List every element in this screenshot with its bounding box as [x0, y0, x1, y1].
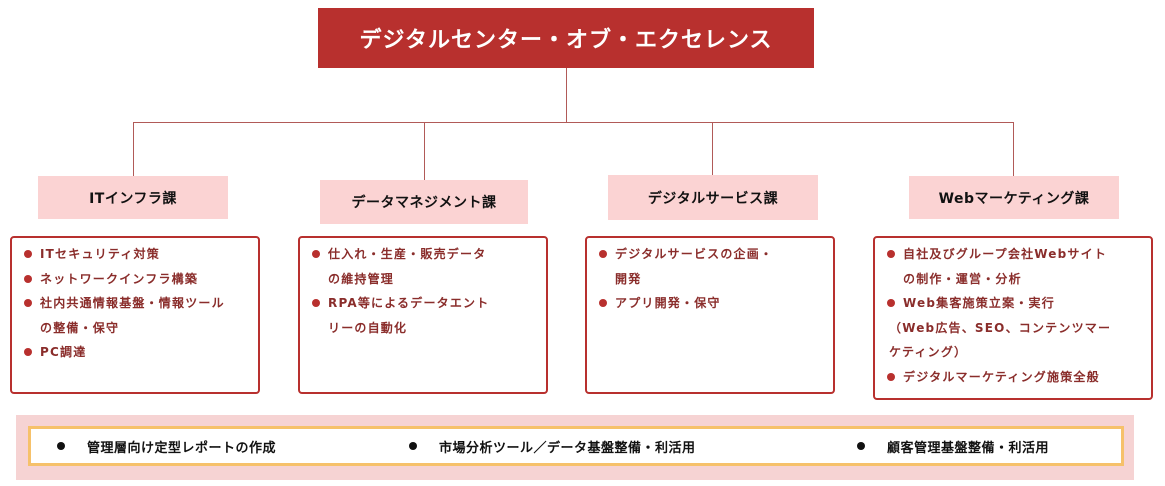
duty-item: アプリ開発・保守	[597, 291, 827, 316]
bullet-icon	[409, 442, 417, 450]
bullet-icon	[312, 299, 320, 307]
bullet-icon	[599, 250, 607, 258]
bullet-icon	[312, 250, 320, 258]
duty-item: ITセキュリティ対策	[22, 242, 252, 267]
shared-service-item: 市場分析ツール／データ基盤整備・利活用	[409, 429, 696, 463]
duty-item: デジタルマーケティング施策全般	[885, 365, 1145, 390]
shared-service-item: 管理層向け定型レポートの作成	[57, 429, 276, 463]
duty-item: ネットワークインフラ構築	[22, 267, 252, 292]
dept-data-management: データマネジメント課	[320, 180, 528, 224]
bullet-icon	[24, 274, 32, 283]
bullet-icon	[887, 372, 895, 381]
duty-item: PC調達	[22, 340, 252, 365]
org-title: デジタルセンター・オブ・エクセレンス	[318, 8, 814, 68]
duty-item-cont: ケティング）	[889, 345, 968, 359]
bullet-icon	[24, 250, 32, 258]
bullet-icon	[57, 442, 65, 450]
duty-item: 仕入れ・生産・販売データ	[310, 242, 540, 267]
duty-item: Web集客施策立案・実行	[885, 291, 1145, 316]
connector-dept-4	[1013, 122, 1014, 176]
dept-data-management-duties: 仕入れ・生産・販売データ の維持管理 RPA等によるデータエント リーの自動化	[298, 236, 548, 394]
connector-dept-3	[712, 122, 713, 175]
dept-digital-service: デジタルサービス課	[608, 175, 818, 220]
bullet-icon	[857, 442, 865, 450]
connector-trunk	[566, 68, 567, 123]
bullet-icon	[24, 299, 32, 307]
bullet-icon	[24, 348, 32, 356]
duty-item-cont: （Web広告、SEO、コンテンツマー	[889, 320, 1112, 335]
dept-digital-service-duties: デジタルサービスの企画・ 開発 アプリ開発・保守	[585, 236, 835, 394]
connector-dept-1	[133, 122, 134, 176]
duty-item-cont: の整備・保守	[40, 320, 120, 335]
duty-item-cont: 開発	[615, 271, 642, 286]
duty-item-cont: リーの自動化	[328, 320, 408, 335]
dept-it-infra-duties: ITセキュリティ対策 ネットワークインフラ構築 社内共通情報基盤・情報ツール の…	[10, 236, 260, 394]
connector-dept-2	[424, 122, 425, 180]
bullet-icon	[887, 250, 895, 258]
connector-horizontal	[133, 122, 1014, 123]
duty-item: 自社及びグループ会社Webサイト	[885, 242, 1145, 267]
duty-item: 社内共通情報基盤・情報ツール	[22, 291, 252, 316]
duty-item: デジタルサービスの企画・	[597, 242, 827, 267]
duty-item-cont: の制作・運営・分析	[903, 271, 1022, 286]
dept-web-marketing: Webマーケティング課	[909, 176, 1119, 219]
duty-item-cont: の維持管理	[328, 271, 395, 286]
dept-it-infra: ITインフラ課	[38, 176, 228, 219]
bullet-icon	[887, 299, 895, 307]
shared-service-item: 顧客管理基盤整備・利活用	[857, 429, 1049, 463]
bullet-icon	[599, 299, 607, 307]
duty-item: RPA等によるデータエント	[310, 291, 540, 316]
dept-web-marketing-duties: 自社及びグループ会社Webサイト の制作・運営・分析 Web集客施策立案・実行 …	[873, 236, 1153, 400]
shared-services-box: 管理層向け定型レポートの作成 市場分析ツール／データ基盤整備・利活用 顧客管理基…	[28, 426, 1124, 466]
